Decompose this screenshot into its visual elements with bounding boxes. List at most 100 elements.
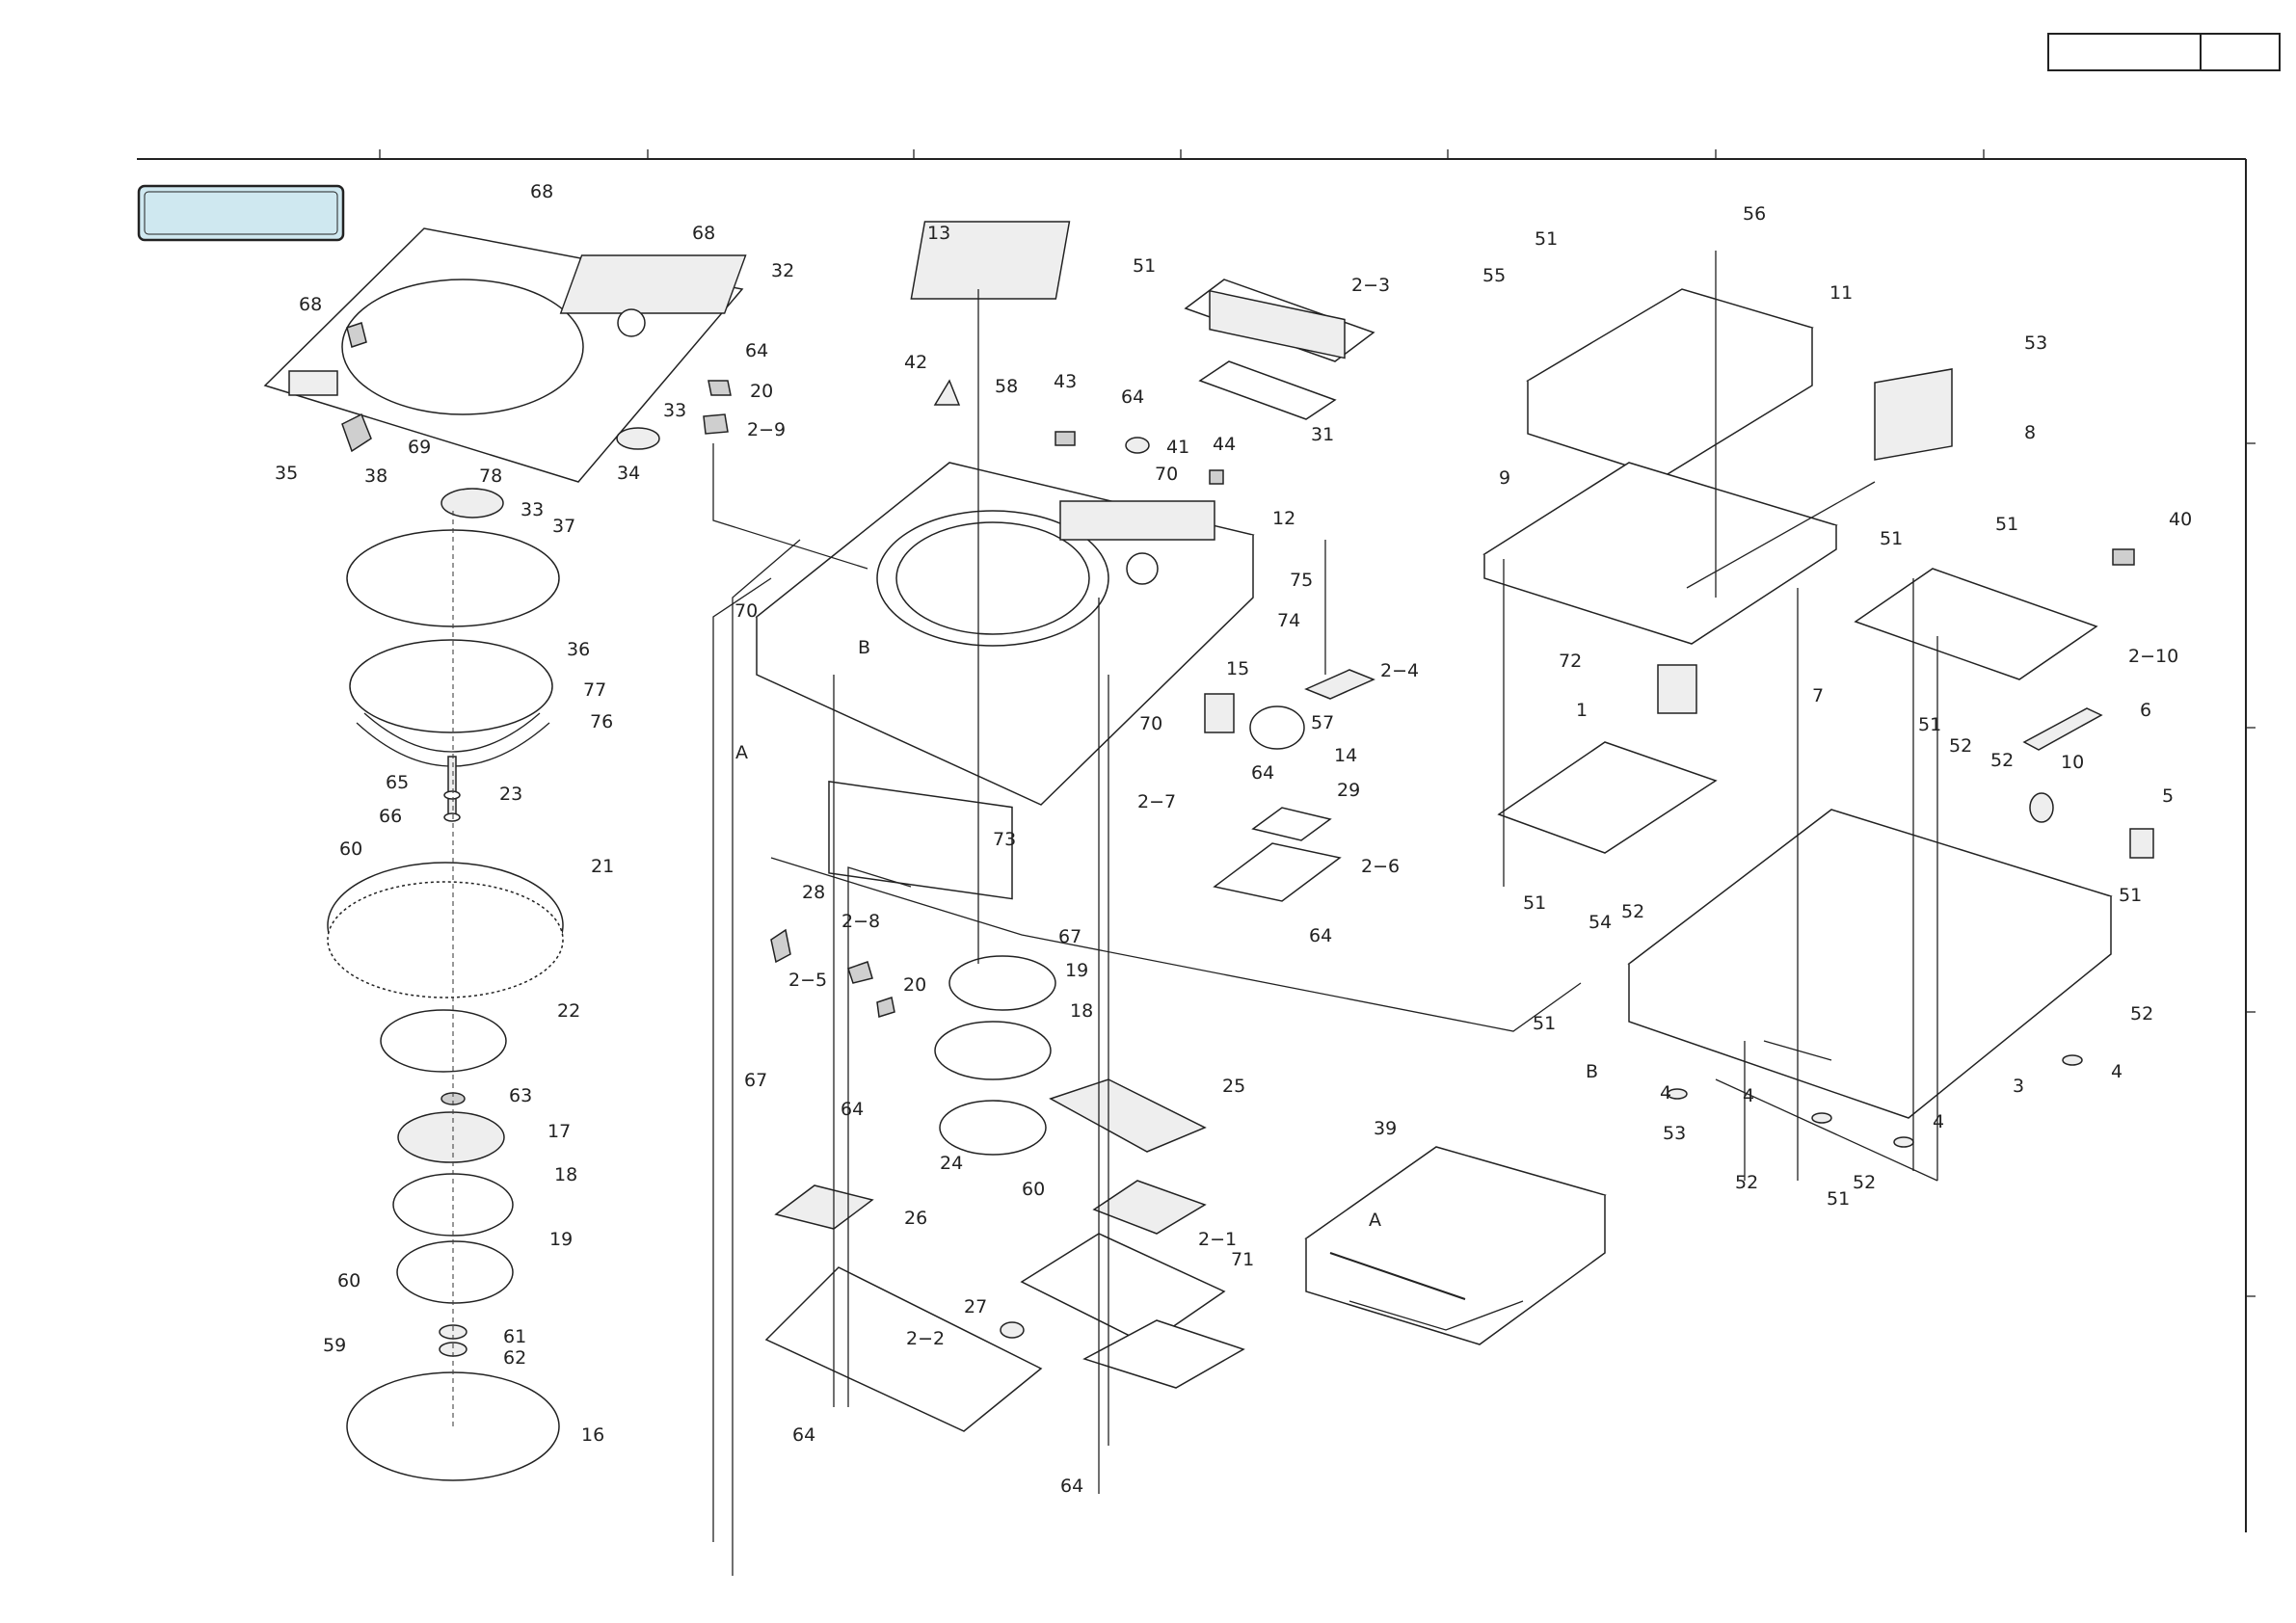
callout-label: 2−9	[747, 419, 786, 440]
callout-label: 68	[692, 223, 715, 244]
board-2-6	[1213, 842, 1342, 902]
callout-label: 56	[1743, 203, 1766, 225]
motor-14	[1249, 705, 1305, 750]
callout-label: 60	[339, 838, 362, 860]
callout-label: 13	[927, 223, 950, 244]
callout-label: 51	[1523, 892, 1546, 914]
board-2-4	[1304, 669, 1375, 700]
leader-routing	[712, 289, 1582, 1576]
callout-label: 73	[993, 829, 1016, 850]
callout-label: 51	[1533, 1013, 1556, 1034]
callout-label: 52	[1621, 901, 1644, 922]
part-38	[441, 488, 504, 519]
callout-label: 52	[1949, 735, 1972, 757]
cd-drive	[1304, 1146, 1607, 1345]
callout-label: 2−8	[841, 911, 880, 932]
callout-label: 55	[1482, 265, 1506, 286]
part-40	[2112, 548, 2135, 566]
callout-label: 4	[1660, 1082, 1671, 1104]
callout-label: B	[858, 637, 870, 658]
callout-label: 26	[904, 1208, 927, 1229]
top-panel	[263, 227, 747, 483]
callout-label: 5	[2162, 785, 2174, 807]
part-23	[447, 756, 457, 815]
callout-label: 64	[841, 1099, 864, 1120]
callout-label: 68	[530, 181, 553, 202]
callout-label: 37	[552, 516, 575, 537]
callout-label: 10	[2061, 752, 2084, 773]
callout-label: 51	[1918, 714, 1941, 735]
callout-label: 60	[1022, 1179, 1045, 1200]
callout-label: 71	[1231, 1249, 1254, 1270]
callout-label: 34	[617, 463, 640, 484]
part-22	[380, 1009, 507, 1073]
part-19	[396, 1240, 514, 1304]
callout-label: 11	[1829, 282, 1853, 304]
top-cover	[1526, 288, 1814, 478]
chassis	[1627, 707, 2154, 1148]
lcd-cover-13	[910, 221, 1071, 300]
callout-label: 58	[995, 376, 1018, 397]
callout-label: 41	[1166, 437, 1189, 458]
callout-label: 2−6	[1361, 856, 1400, 877]
callout-label: 65	[386, 772, 409, 793]
switch-2-9	[703, 413, 729, 435]
callout-label: 75	[1290, 570, 1313, 591]
callout-label: 43	[1054, 371, 1077, 392]
callout-label: 57	[1311, 712, 1334, 733]
callout-label: 70	[1139, 713, 1162, 734]
callout-label: 4	[2111, 1061, 2122, 1082]
callout-label: 52	[1990, 750, 2014, 771]
callout-label: 24	[940, 1153, 963, 1174]
part-37	[346, 529, 560, 627]
part-6	[2022, 707, 2103, 751]
callout-label: 66	[379, 806, 402, 827]
callout-label: 4	[1743, 1085, 1754, 1106]
part-29	[1251, 807, 1332, 841]
part-5	[2129, 828, 2154, 859]
callout-label: 59	[323, 1335, 346, 1356]
callout-label: 19	[549, 1229, 573, 1250]
part-24	[939, 1100, 1047, 1156]
callout-label: 42	[904, 352, 927, 373]
callout-label: 1	[1576, 700, 1588, 721]
board-2-1	[1020, 1233, 1226, 1345]
center-boards	[764, 669, 1375, 1432]
shield-plate	[1482, 462, 1838, 645]
callout-label: 64	[1060, 1476, 1083, 1497]
callout-label: 15	[1226, 658, 1249, 679]
callout-label: 51	[1827, 1188, 1850, 1210]
callout-label: 18	[1070, 1000, 1093, 1022]
callout-label: 12	[1272, 508, 1295, 529]
callout-label: 23	[499, 784, 522, 805]
callout-label: A	[735, 742, 748, 763]
callout-label: 4	[1933, 1111, 1944, 1132]
callout-label: 52	[1735, 1172, 1758, 1193]
callout-label: 61	[503, 1326, 526, 1347]
callout-label: 2−5	[788, 970, 827, 991]
callout-label: 2−3	[1351, 275, 1390, 296]
part-10	[2029, 792, 2054, 823]
title-tab	[137, 184, 345, 242]
callout-label: 9	[1499, 467, 1510, 489]
drawing-frame	[137, 149, 2256, 1532]
callout-label: 64	[745, 340, 768, 361]
callout-label: 21	[591, 856, 614, 877]
callout-label: 14	[1334, 745, 1357, 766]
main-body	[755, 221, 1255, 900]
callout-label: 74	[1277, 610, 1300, 631]
callout-label: 35	[275, 463, 298, 484]
callout-label: 19	[1065, 960, 1088, 981]
callout-label: 64	[792, 1424, 815, 1446]
part-17	[397, 1111, 505, 1163]
callout-label: 51	[1995, 514, 2018, 535]
part-43	[1055, 431, 1076, 446]
callout-label: 16	[581, 1424, 604, 1446]
part-18b	[934, 1021, 1052, 1080]
callout-label: 77	[583, 679, 606, 701]
part-19b	[948, 955, 1056, 1011]
part-36	[349, 639, 553, 733]
callout-label: 6	[2140, 700, 2151, 721]
board-1	[1497, 741, 1718, 854]
